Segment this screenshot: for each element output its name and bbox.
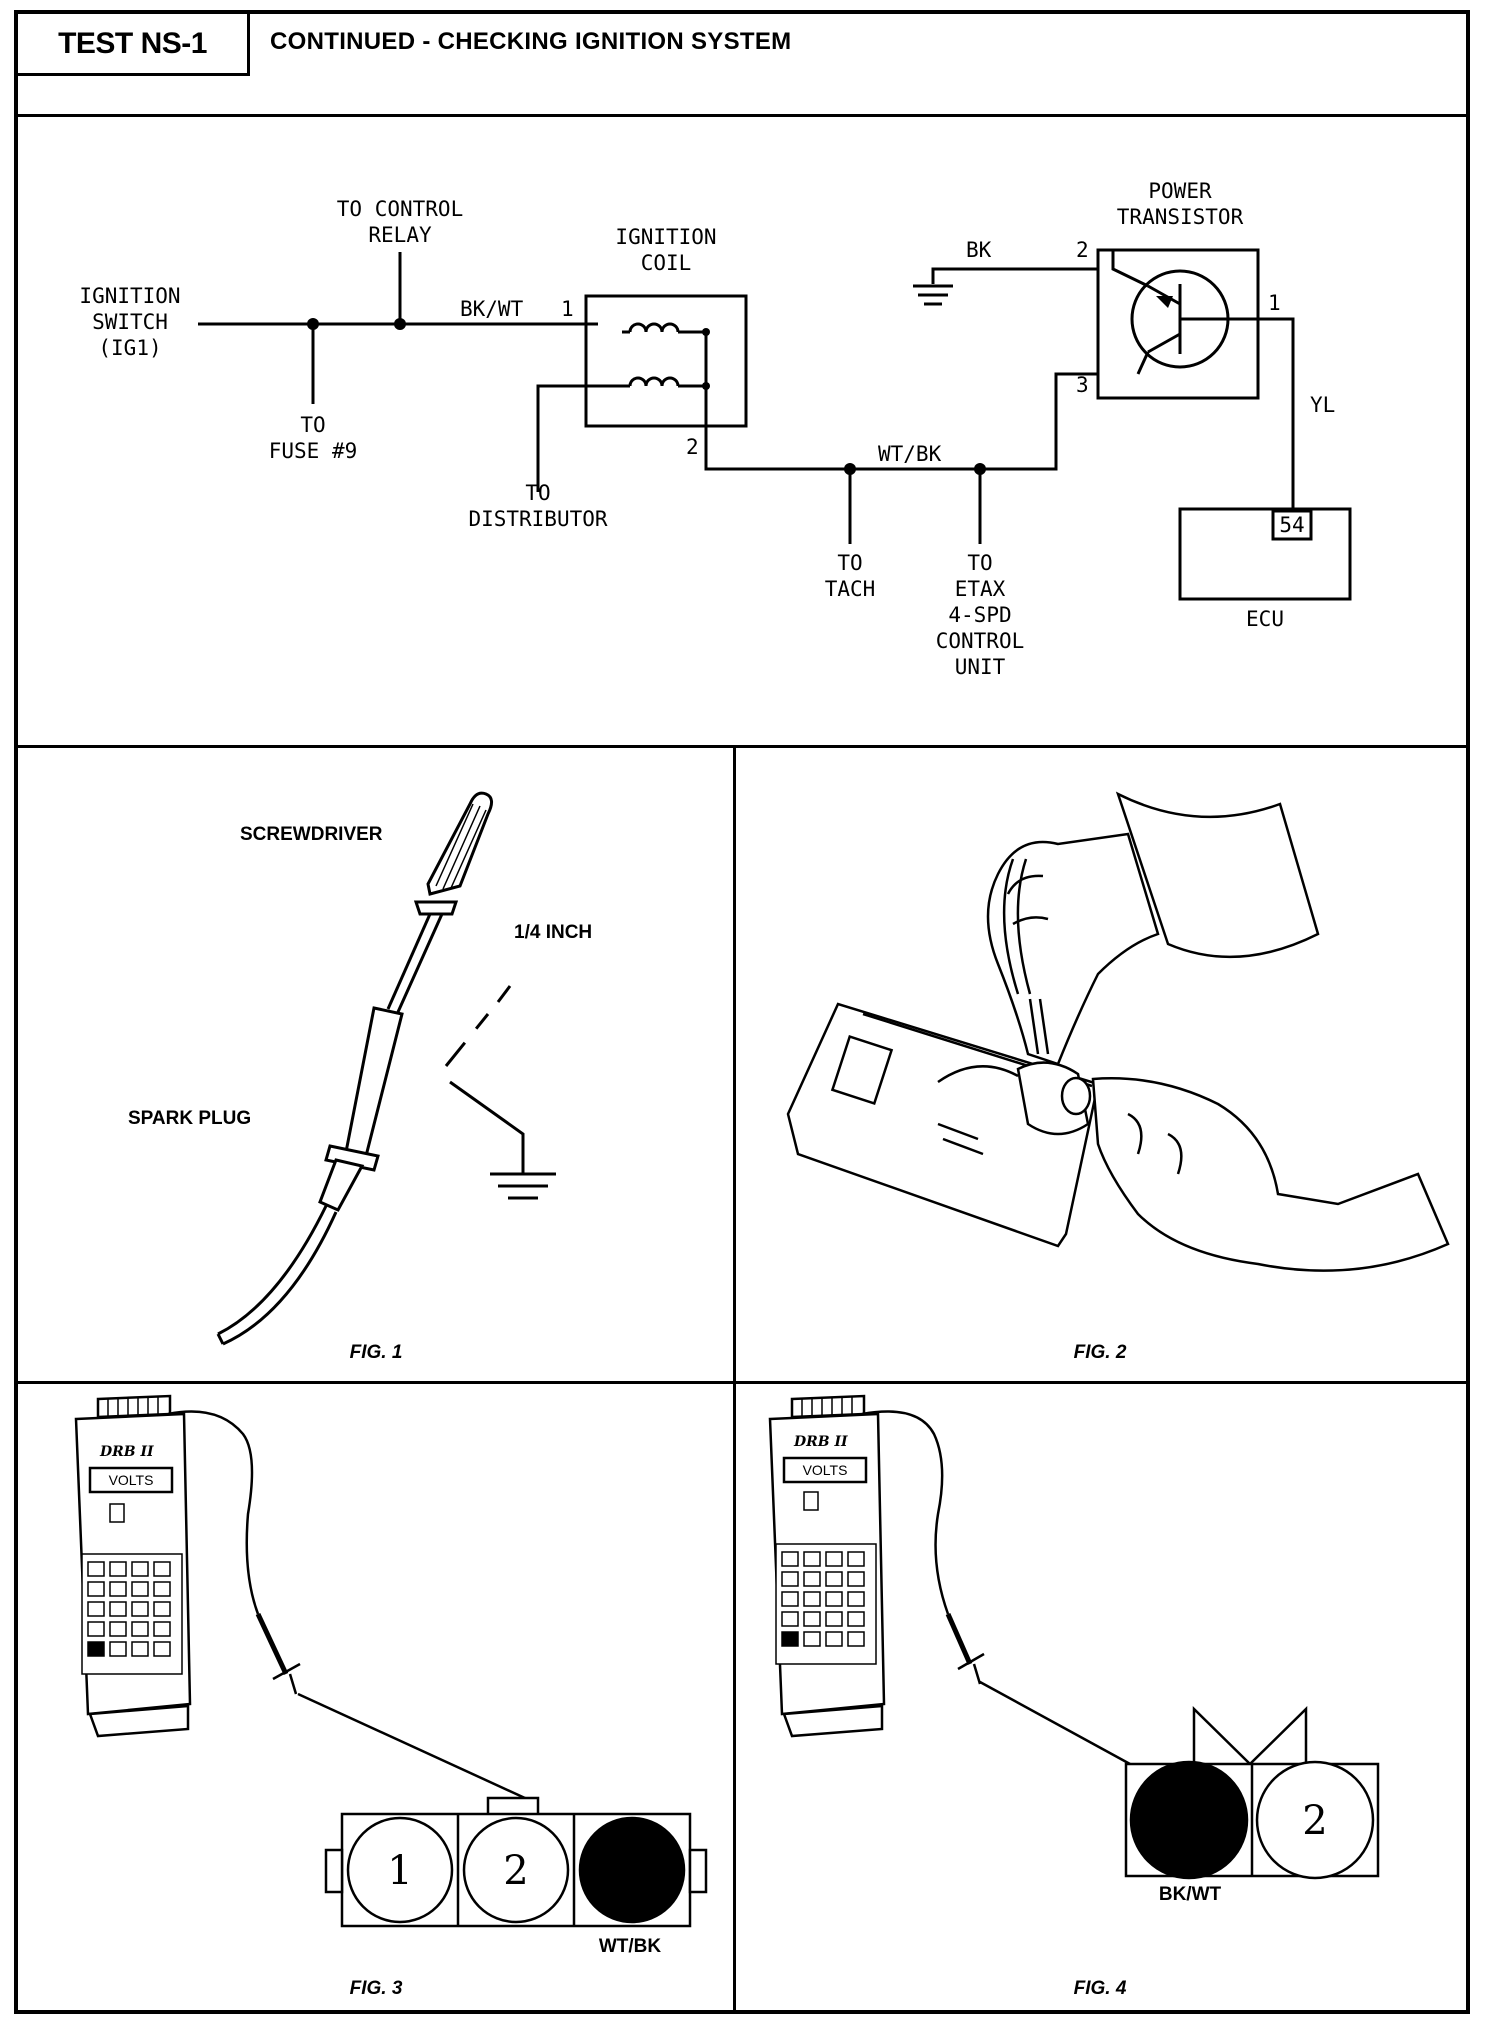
yl-wire-label: YL: [1310, 393, 1335, 417]
header-divider: [18, 114, 1466, 117]
coil-pin-1-label: 1: [561, 297, 574, 321]
coil-pin-2-label: 2: [686, 435, 699, 459]
connector-pin-3-wt-bk: [578, 1816, 686, 1924]
fig1-caption: FIG. 1: [350, 1342, 403, 1363]
test-probe: [255, 1612, 289, 1676]
etax-label-3: 4-SPD: [948, 603, 1011, 627]
ignition-coil-box: [584, 294, 748, 428]
etax-label-4: CONTROL: [936, 629, 1025, 653]
tach-label-1: TO: [837, 551, 862, 575]
connector-pin-1: [346, 1816, 454, 1924]
fuse-label-1: TO: [300, 413, 325, 437]
yl-wire: [1258, 317, 1295, 509]
etax-junction-dot: [974, 463, 986, 475]
fig1-panel: SCREWDRIVER 1/4 INCH SPARK PLUG FIG. 1: [128, 791, 592, 1363]
coil-label-1: IGNITION: [615, 225, 716, 249]
screwdriver-label: SCREWDRIVER: [240, 824, 383, 845]
service-manual-page: TEST NS-1 CONTINUED - CHECKING IGNITION …: [14, 10, 1470, 2014]
ignition-switch-label-1: IGNITION: [79, 284, 180, 308]
etax-label-5: UNIT: [955, 655, 1006, 679]
figure-column-divider: [733, 745, 736, 2010]
multimeter-display: [830, 1034, 894, 1106]
drb-brand-label: DRB II: [793, 1434, 848, 1450]
connector-pin-2: [462, 1816, 570, 1924]
gap-label: 1/4 INCH: [514, 922, 592, 943]
coil-label-2: COIL: [641, 251, 692, 275]
transistor-pin-2-label: 2: [1076, 238, 1089, 262]
lower-hand: [1091, 1077, 1450, 1272]
distributor-label-1: TO: [525, 481, 550, 505]
schematic-divider: [18, 745, 1466, 748]
drb-cable: [167, 1410, 260, 1615]
distributor-label-2: DISTRIBUTOR: [468, 507, 607, 531]
gap-indicator: [444, 1013, 490, 1067]
screwdriver-shaft: [386, 913, 432, 1010]
relay-label-1: TO CONTROL: [337, 197, 463, 221]
ground-lead: [449, 1080, 525, 1174]
secondary-winding: [622, 376, 706, 388]
header: TEST NS-1 CONTINUED - CHECKING IGNITION …: [18, 14, 1466, 76]
etax-label-2: ETAX: [955, 577, 1006, 601]
relay-junction-dot: [394, 318, 406, 330]
page-title: CONTINUED - CHECKING IGNITION SYSTEM: [270, 28, 792, 55]
spark-plug-wire: [217, 1205, 328, 1336]
fig2-panel: FIG. 2: [786, 791, 1450, 1363]
test-label: TEST NS-1: [18, 14, 250, 76]
test-probe: [945, 1612, 973, 1666]
fig4-caption: FIG. 4: [1074, 1978, 1127, 1999]
drb-display-text: VOLTS: [803, 1462, 848, 1478]
pin-2-label: 2: [503, 1848, 528, 1894]
ecu-pin-box: [1271, 509, 1313, 541]
fuse-label-2: FUSE #9: [269, 439, 358, 463]
drb-keys: [87, 1561, 171, 1657]
bk-wire-label: BK: [966, 238, 992, 262]
transistor-pin-3-label: 3: [1076, 373, 1089, 397]
spark-plug-label: SPARK PLUG: [128, 1108, 251, 1129]
ecu-pin-label: 54: [1279, 513, 1304, 537]
etax-label-1: TO: [967, 551, 992, 575]
fuse-junction-dot: [307, 318, 319, 330]
primary-winding: [622, 322, 706, 334]
tach-junction-dot: [844, 463, 856, 475]
ignition-switch-label-3: (IG1): [98, 336, 161, 360]
drb-display-text: VOLTS: [109, 1472, 154, 1488]
fig3-panel: DRB II VOLTS 1 2 WT/BK FIG. 3: [74, 1394, 708, 1999]
distributor-wire: [536, 384, 622, 492]
bk-wt-wire-label: BK/WT: [460, 297, 524, 321]
pin-2-label: 2: [1302, 1798, 1327, 1844]
wt-bk-label: WT/BK: [599, 1936, 662, 1957]
tach-label-2: TACH: [825, 577, 876, 601]
probe-lead: [979, 1680, 1131, 1766]
transistor-label-2: TRANSISTOR: [1117, 205, 1244, 229]
pin-1-label: 1: [387, 1848, 412, 1894]
drb-cable: [861, 1410, 950, 1615]
ecu-box: [1178, 507, 1352, 601]
drb-display: [88, 1466, 174, 1494]
fig2-caption: FIG. 2: [1074, 1342, 1127, 1363]
bk-ground-wire: [931, 267, 1098, 284]
connector-pin-2: [1255, 1760, 1375, 1880]
drb-keys: [781, 1551, 865, 1647]
connector-pin-1-bk-wt: [1129, 1760, 1249, 1880]
transistor-pin-1-label: 1: [1268, 291, 1281, 315]
drb-brand-label: DRB II: [99, 1444, 154, 1460]
ignition-switch-label-2: SWITCH: [92, 310, 168, 334]
probe-lead: [297, 1692, 539, 1806]
drb-cable-connector: [790, 1394, 866, 1419]
fig3-caption: FIG. 3: [350, 1978, 403, 1999]
ecu-label: ECU: [1246, 607, 1284, 631]
power-transistor-box: [1096, 248, 1260, 400]
sleeve: [1115, 791, 1320, 959]
transistor-label-1: POWER: [1148, 179, 1212, 203]
wt-bk-wire: [704, 372, 1098, 471]
drb-display: [782, 1456, 868, 1484]
fig4-panel: DRB II VOLTS 2 BK/WT FIG. 4: [768, 1394, 1380, 1999]
relay-label-2: RELAY: [368, 223, 432, 247]
bk-wt-label: BK/WT: [1159, 1884, 1222, 1905]
figure-row-divider: [18, 1381, 1466, 1384]
connector-latch: [1192, 1706, 1308, 1766]
wt-bk-wire-label: WT/BK: [878, 442, 942, 466]
ignition-schematic: IGNITION SWITCH (IG1) TO CONTROL RELAY T…: [79, 179, 1352, 679]
